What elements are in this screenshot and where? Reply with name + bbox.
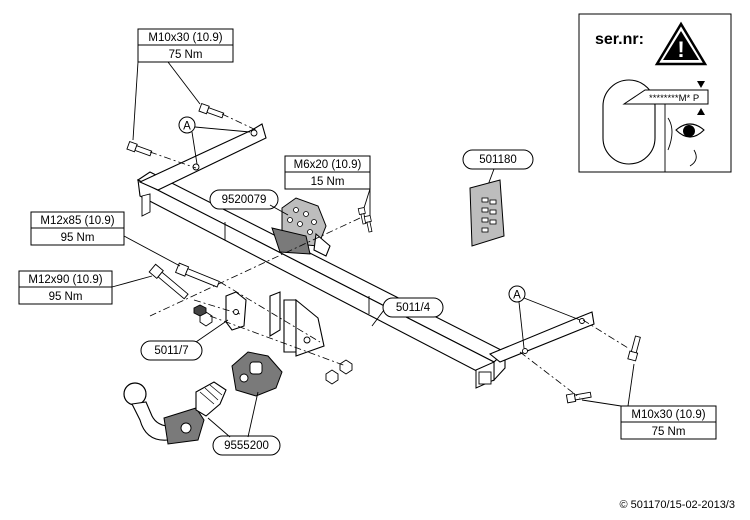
bolt-icon <box>148 263 189 300</box>
bolt-icon <box>126 140 153 157</box>
callout-9520079 <box>209 189 279 210</box>
callout-5011-7 <box>140 340 203 361</box>
warning-exclamation: ! <box>677 37 684 62</box>
part-number-label-plate: 501180 <box>479 154 517 166</box>
tow-ball <box>123 382 147 406</box>
assembly-guide-lines <box>149 113 629 399</box>
bolt-icon <box>627 335 641 362</box>
part-number-bracket-plate: 9520079 <box>222 194 267 206</box>
warning-triangle-icon: ! <box>654 21 708 66</box>
spec-m12x90: M12x90 (10.9) <box>28 274 102 286</box>
callout-5011-4 <box>382 297 444 318</box>
spec-m10x30-bottom: M10x30 (10.9) <box>631 409 705 421</box>
spec-m10x30-top: M10x30 (10.9) <box>148 32 222 44</box>
spec-m6x20: M6x20 (10.9) <box>294 159 362 171</box>
marker-a-right: A <box>508 285 581 349</box>
bolt-icon <box>565 391 592 404</box>
bolt-icon <box>198 102 225 119</box>
spec-box-m10x30-top: M10x30 (10.9) 75 Nm <box>132 28 234 141</box>
ball-neck-arm <box>195 381 227 417</box>
copyright-footer: © 501170/15-02-2013/3 <box>619 499 735 511</box>
washer-icon <box>193 304 207 317</box>
arrow-up-icon <box>697 108 705 115</box>
nut-icons <box>193 304 353 385</box>
spec-box-m12x90: M12x90 (10.9) 95 Nm <box>18 270 153 305</box>
torque-m12x85: 95 Nm <box>61 232 95 244</box>
bracket-plate-9520079: 9520079 <box>209 189 331 257</box>
screw-icon <box>363 214 373 233</box>
nut-icon <box>325 369 339 385</box>
eye-icon <box>667 117 705 167</box>
right-mounting-bracket <box>488 311 595 363</box>
nut-icon <box>339 359 353 375</box>
spec-box-m6x20: M6x20 (10.9) 15 Nm <box>284 155 371 216</box>
torque-m10x30-top: 75 Nm <box>169 49 203 61</box>
ball-mount-bracket <box>269 291 281 337</box>
part-number-crossbar: 5011/4 <box>396 302 431 314</box>
label-plate-shape <box>469 179 505 247</box>
callout-501180 <box>462 149 534 170</box>
marker-a-left: A <box>178 116 251 165</box>
ball-neck-assembly: 9555200 <box>123 351 283 456</box>
arrow-down-icon <box>697 81 705 88</box>
torque-m10x30-bottom: 75 Nm <box>652 426 686 438</box>
marker-a-right-text: A <box>513 290 521 302</box>
serial-plate <box>622 89 709 105</box>
label-plate-501180: 501180 <box>462 149 534 247</box>
bolt-icon <box>174 262 220 288</box>
marker-a-left-text: A <box>183 121 191 133</box>
torque-m6x20: 15 Nm <box>311 176 345 188</box>
callout-9555200 <box>212 435 281 456</box>
screw-icon <box>357 206 367 225</box>
part-number-side-plate: 5011/7 <box>154 345 188 357</box>
side-plate-5011-7: 5011/7 <box>140 291 247 361</box>
torque-m12x90: 95 Nm <box>49 291 83 303</box>
left-mounting-bracket <box>138 123 267 191</box>
spec-m12x85: M12x85 (10.9) <box>40 215 114 227</box>
bolt-icons <box>126 102 641 404</box>
serial-plate-text: ********M* P <box>649 93 699 104</box>
notice-title: ser.nr: <box>595 31 644 48</box>
spec-box-m12x85: M12x85 (10.9) 95 Nm <box>30 211 181 267</box>
spec-box-m10x30-bottom: M10x30 (10.9) 75 Nm <box>581 363 717 440</box>
part-number-ball-neck: 9555200 <box>224 440 269 452</box>
serial-number-notice-panel: ser.nr: ! ********M* P <box>578 13 732 173</box>
